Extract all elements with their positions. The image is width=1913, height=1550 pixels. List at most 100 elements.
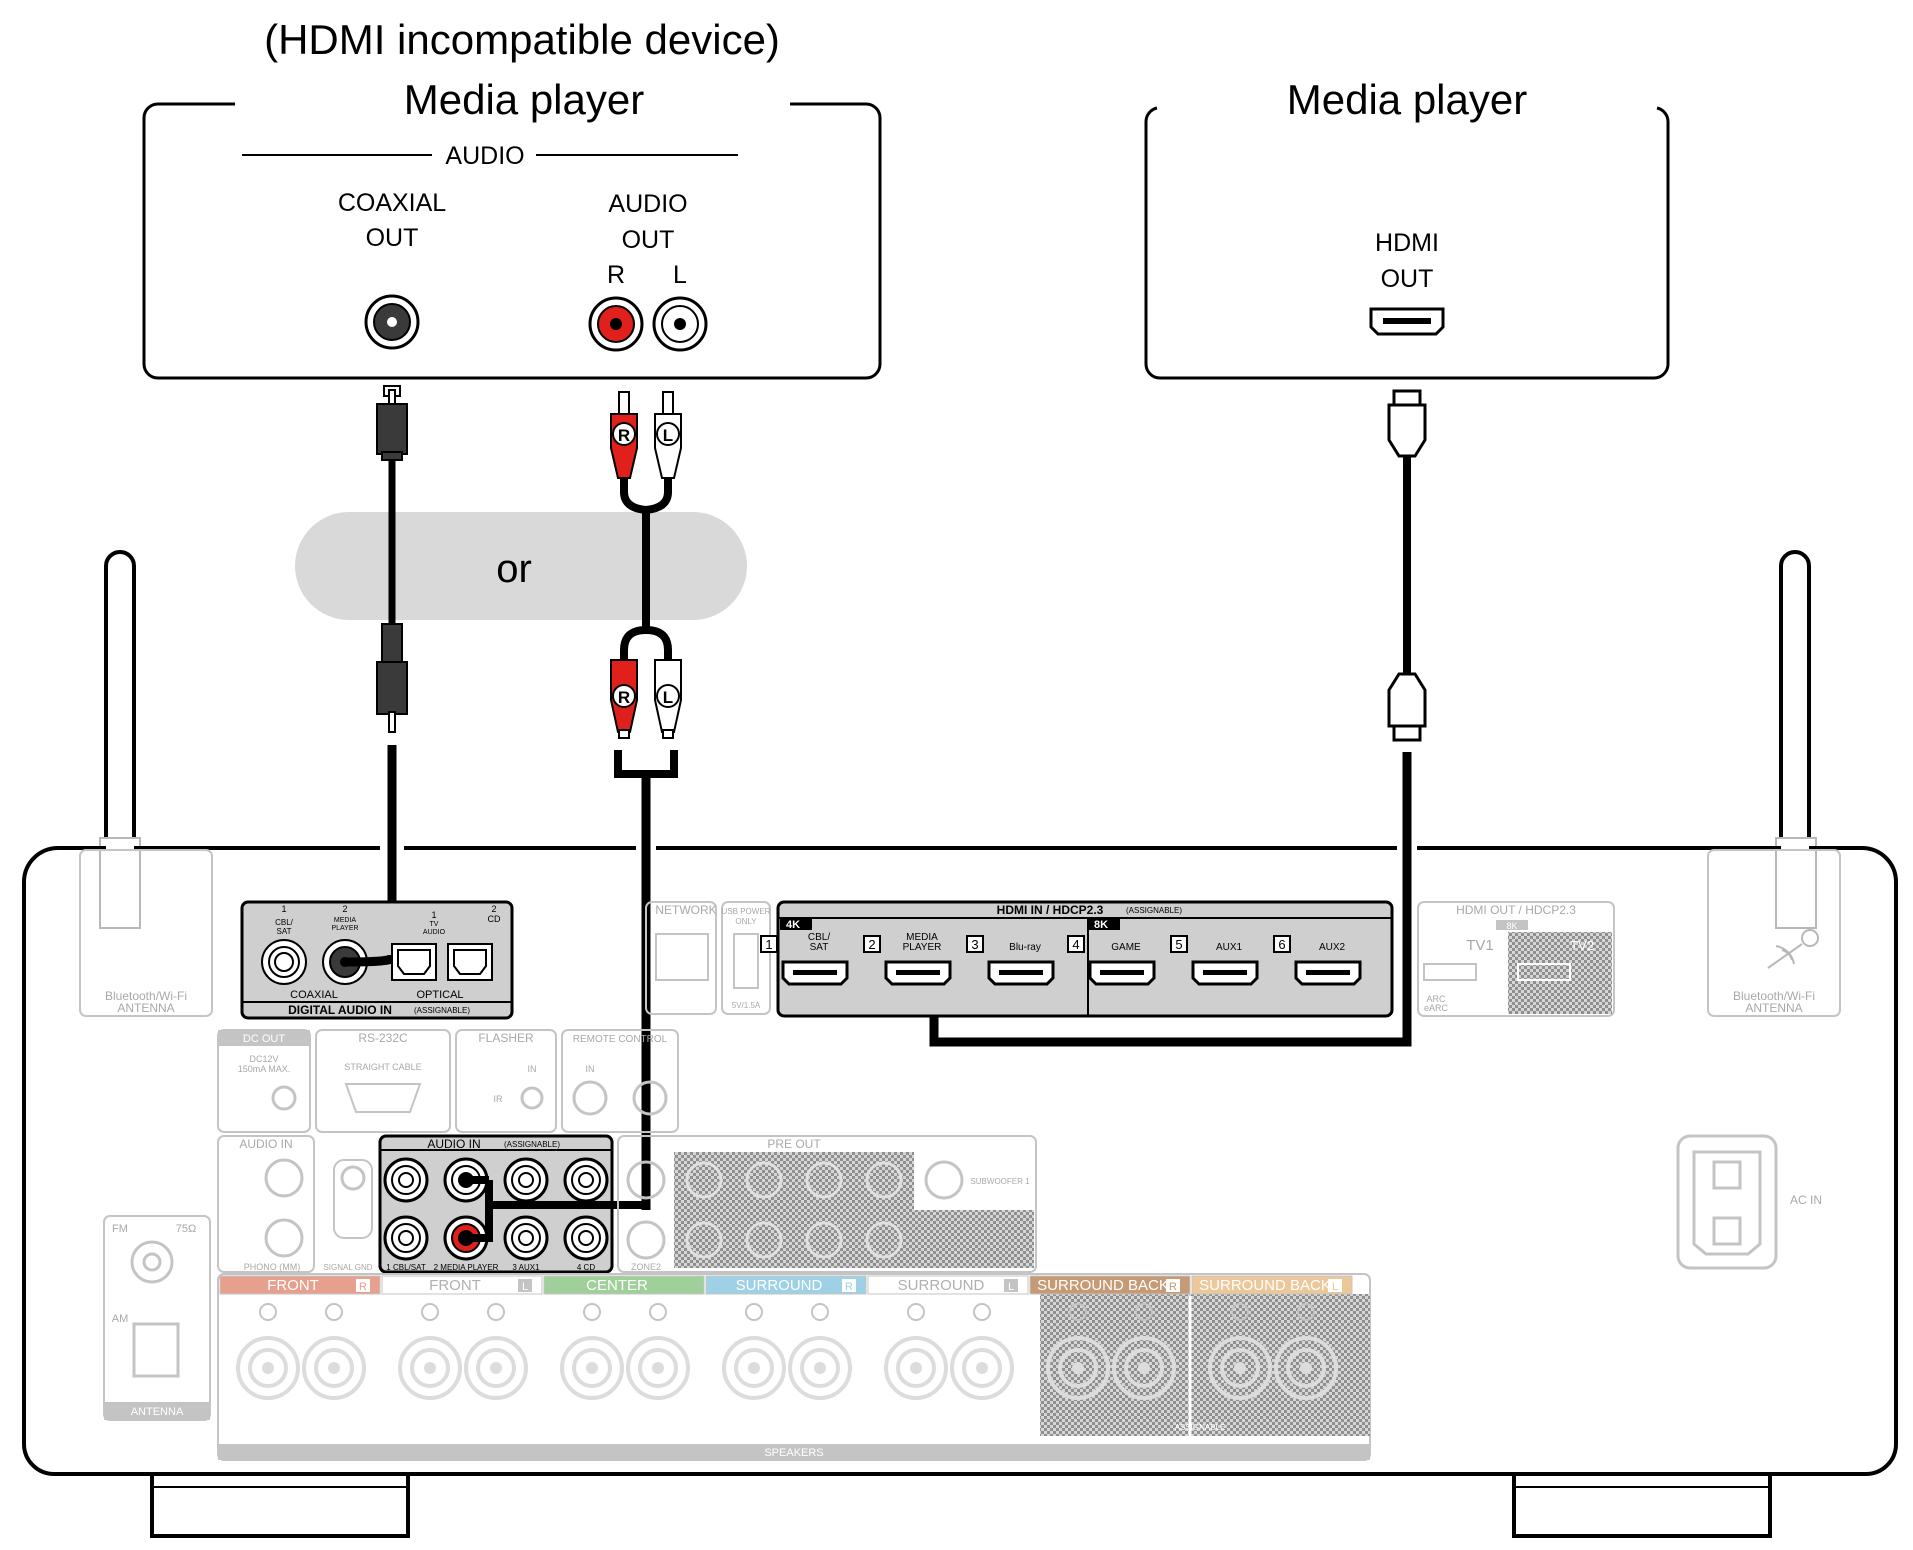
minus-icon (811, 1303, 829, 1321)
coaxial-out-label-2: OUT (366, 224, 419, 252)
hdmi-in-port-number: 6 (1278, 937, 1285, 952)
dc-out-label: DC OUT (243, 1033, 285, 1045)
phono-label: PHONO (MM) (244, 1262, 301, 1272)
fm-am-antenna-area: FM 75Ω AM ANTENNA (103, 1215, 211, 1421)
coaxial-label: COAXIAL (290, 989, 338, 1001)
ohm-label: 75Ω (176, 1223, 196, 1235)
av-receiver: Bluetooth/Wi-Fi ANTENNA Bluetooth/Wi-Fi … (22, 846, 1898, 1538)
speaker-group-name: FRONT (429, 1277, 481, 1294)
right-channel-label: R (607, 261, 625, 289)
hdmi-in-port-6: 6 AUX2 (1273, 935, 1362, 986)
speaker-group-name: SURROUND (736, 1277, 823, 1294)
pre-out-jack (805, 1161, 843, 1199)
speaker-terminal (1208, 1336, 1272, 1400)
usb-label-3: 5V/1.5A (732, 1001, 761, 1010)
audio-in-jack (503, 1215, 549, 1261)
badge-4k: 4K (786, 919, 800, 931)
hdmi-in-port-name: PLAYER (903, 942, 942, 953)
digital-audio-1-num: 1 (281, 904, 286, 914)
hdmi-in-port-name: AUX1 (1216, 942, 1243, 953)
plug-l-top: L (663, 426, 673, 445)
audio-in-jack (563, 1215, 609, 1261)
speaker-group-name: SURROUND BACK (1199, 1277, 1331, 1294)
antenna-right-label: Bluetooth/Wi-Fi (1733, 989, 1815, 1003)
speaker-assignable-label: ASSIGNABLE (1175, 1423, 1226, 1432)
hdmi-in-port-number: 1 (765, 937, 772, 952)
signal-gnd-label: SIGNAL GND (323, 1263, 372, 1272)
speaker-terminal (236, 1336, 300, 1400)
hdmi-in-port-name: AUX2 (1319, 942, 1346, 953)
earc-label: eARC (1424, 1003, 1449, 1013)
audio-in-label-4: 4 CD (577, 1263, 595, 1272)
pre-out-jack (865, 1221, 903, 1259)
speaker-terminal (1112, 1336, 1176, 1400)
speaker-channel: R (845, 1281, 853, 1293)
subwoofer-label: SUBWOOFER 1 (970, 1177, 1030, 1186)
ac-in-area: AC IN (1676, 1134, 1822, 1270)
flasher-ir-label: IR (494, 1094, 504, 1104)
speaker-group-name: SURROUND BACK (1037, 1277, 1169, 1294)
speaker-group-name: FRONT (267, 1277, 319, 1294)
antenna-left-label: Bluetooth/Wi-Fi (105, 989, 187, 1003)
audio-out-label: AUDIO (608, 190, 687, 218)
hdmi-out-badge-8k: 8K (1506, 921, 1517, 931)
device-note: (HDMI incompatible device) (264, 16, 780, 63)
ac-in-label: AC IN (1790, 1193, 1822, 1207)
hdmi-in-port-name: MEDIA (906, 932, 938, 943)
hdmi-in-assignable: (ASSIGNABLE) (1126, 906, 1182, 915)
svg-text:SAT: SAT (277, 927, 292, 936)
remote-in-label: IN (586, 1064, 595, 1074)
hdmi-out-label-2: OUT (1381, 265, 1434, 293)
left-channel-label: L (673, 261, 687, 289)
digital-audio-in-title: DIGITAL AUDIO IN (288, 1003, 392, 1017)
speaker-group: SURROUND R (705, 1275, 868, 1440)
zone2-label: ZONE2 (631, 1262, 661, 1272)
plus-icon (583, 1303, 601, 1321)
audio-in-left-label: AUDIO IN (239, 1137, 292, 1151)
speaker-terminal (1046, 1336, 1110, 1400)
plug-r-top: R (618, 426, 630, 445)
audio-in-label-3: 3 AUX1 (512, 1263, 540, 1272)
coaxial-out-jack (364, 294, 420, 350)
audio-in-jack (383, 1157, 429, 1203)
speaker-terminal (302, 1336, 366, 1400)
hdmi-in-port-name: CBL/ (808, 932, 830, 943)
audio-in-label-2: 2 MEDIA PLAYER (434, 1263, 499, 1272)
audio-in-title: AUDIO IN (427, 1137, 480, 1151)
dc-spec-2: 150mA MAX. (238, 1064, 291, 1074)
audio-out-label-2: OUT (622, 226, 675, 254)
speaker-group: CENTER (543, 1275, 706, 1440)
hdmi-in-port-number: 5 (1175, 937, 1182, 952)
minus-icon (649, 1303, 667, 1321)
plus-icon (907, 1303, 925, 1321)
device-outline (142, 102, 882, 380)
pre-out-jack (865, 1161, 903, 1199)
digital-audio-4-num: 2 (491, 904, 496, 914)
speaker-group-name: CENTER (586, 1277, 648, 1294)
hdmi-in-port-name: GAME (1111, 942, 1141, 953)
optical-label: OPTICAL (416, 989, 463, 1001)
svg-text:AUDIO: AUDIO (423, 929, 446, 936)
hdmi-media-player: Media player HDMI OUT (1144, 76, 1670, 380)
remote-control-label: REMOTE CONTROL (573, 1034, 668, 1045)
straight-cable-label: STRAIGHT CABLE (344, 1062, 421, 1072)
hdmi-out-label: HDMI (1375, 229, 1439, 257)
audio-in-jack (563, 1157, 609, 1203)
speaker-group: FRONT R (219, 1275, 382, 1440)
plus-icon (1069, 1303, 1087, 1321)
speaker-terminal (788, 1336, 852, 1400)
plus-icon (421, 1303, 439, 1321)
or-band (295, 512, 747, 620)
digital-audio-3-num: 1 (431, 910, 436, 920)
hdmi-out-panel: HDMI OUT / HDCP2.3 8K TV1 TV2 ARC eARC (1417, 901, 1615, 1017)
tv1-label: TV1 (1466, 937, 1494, 954)
hdmi-in-port-number: 3 (971, 937, 978, 952)
device-title: Media player (404, 76, 644, 123)
speaker-channel: R (359, 1281, 367, 1293)
audio-out-r-jack (588, 296, 644, 352)
digital-audio-assignable: (ASSIGNABLE) (414, 1006, 470, 1015)
